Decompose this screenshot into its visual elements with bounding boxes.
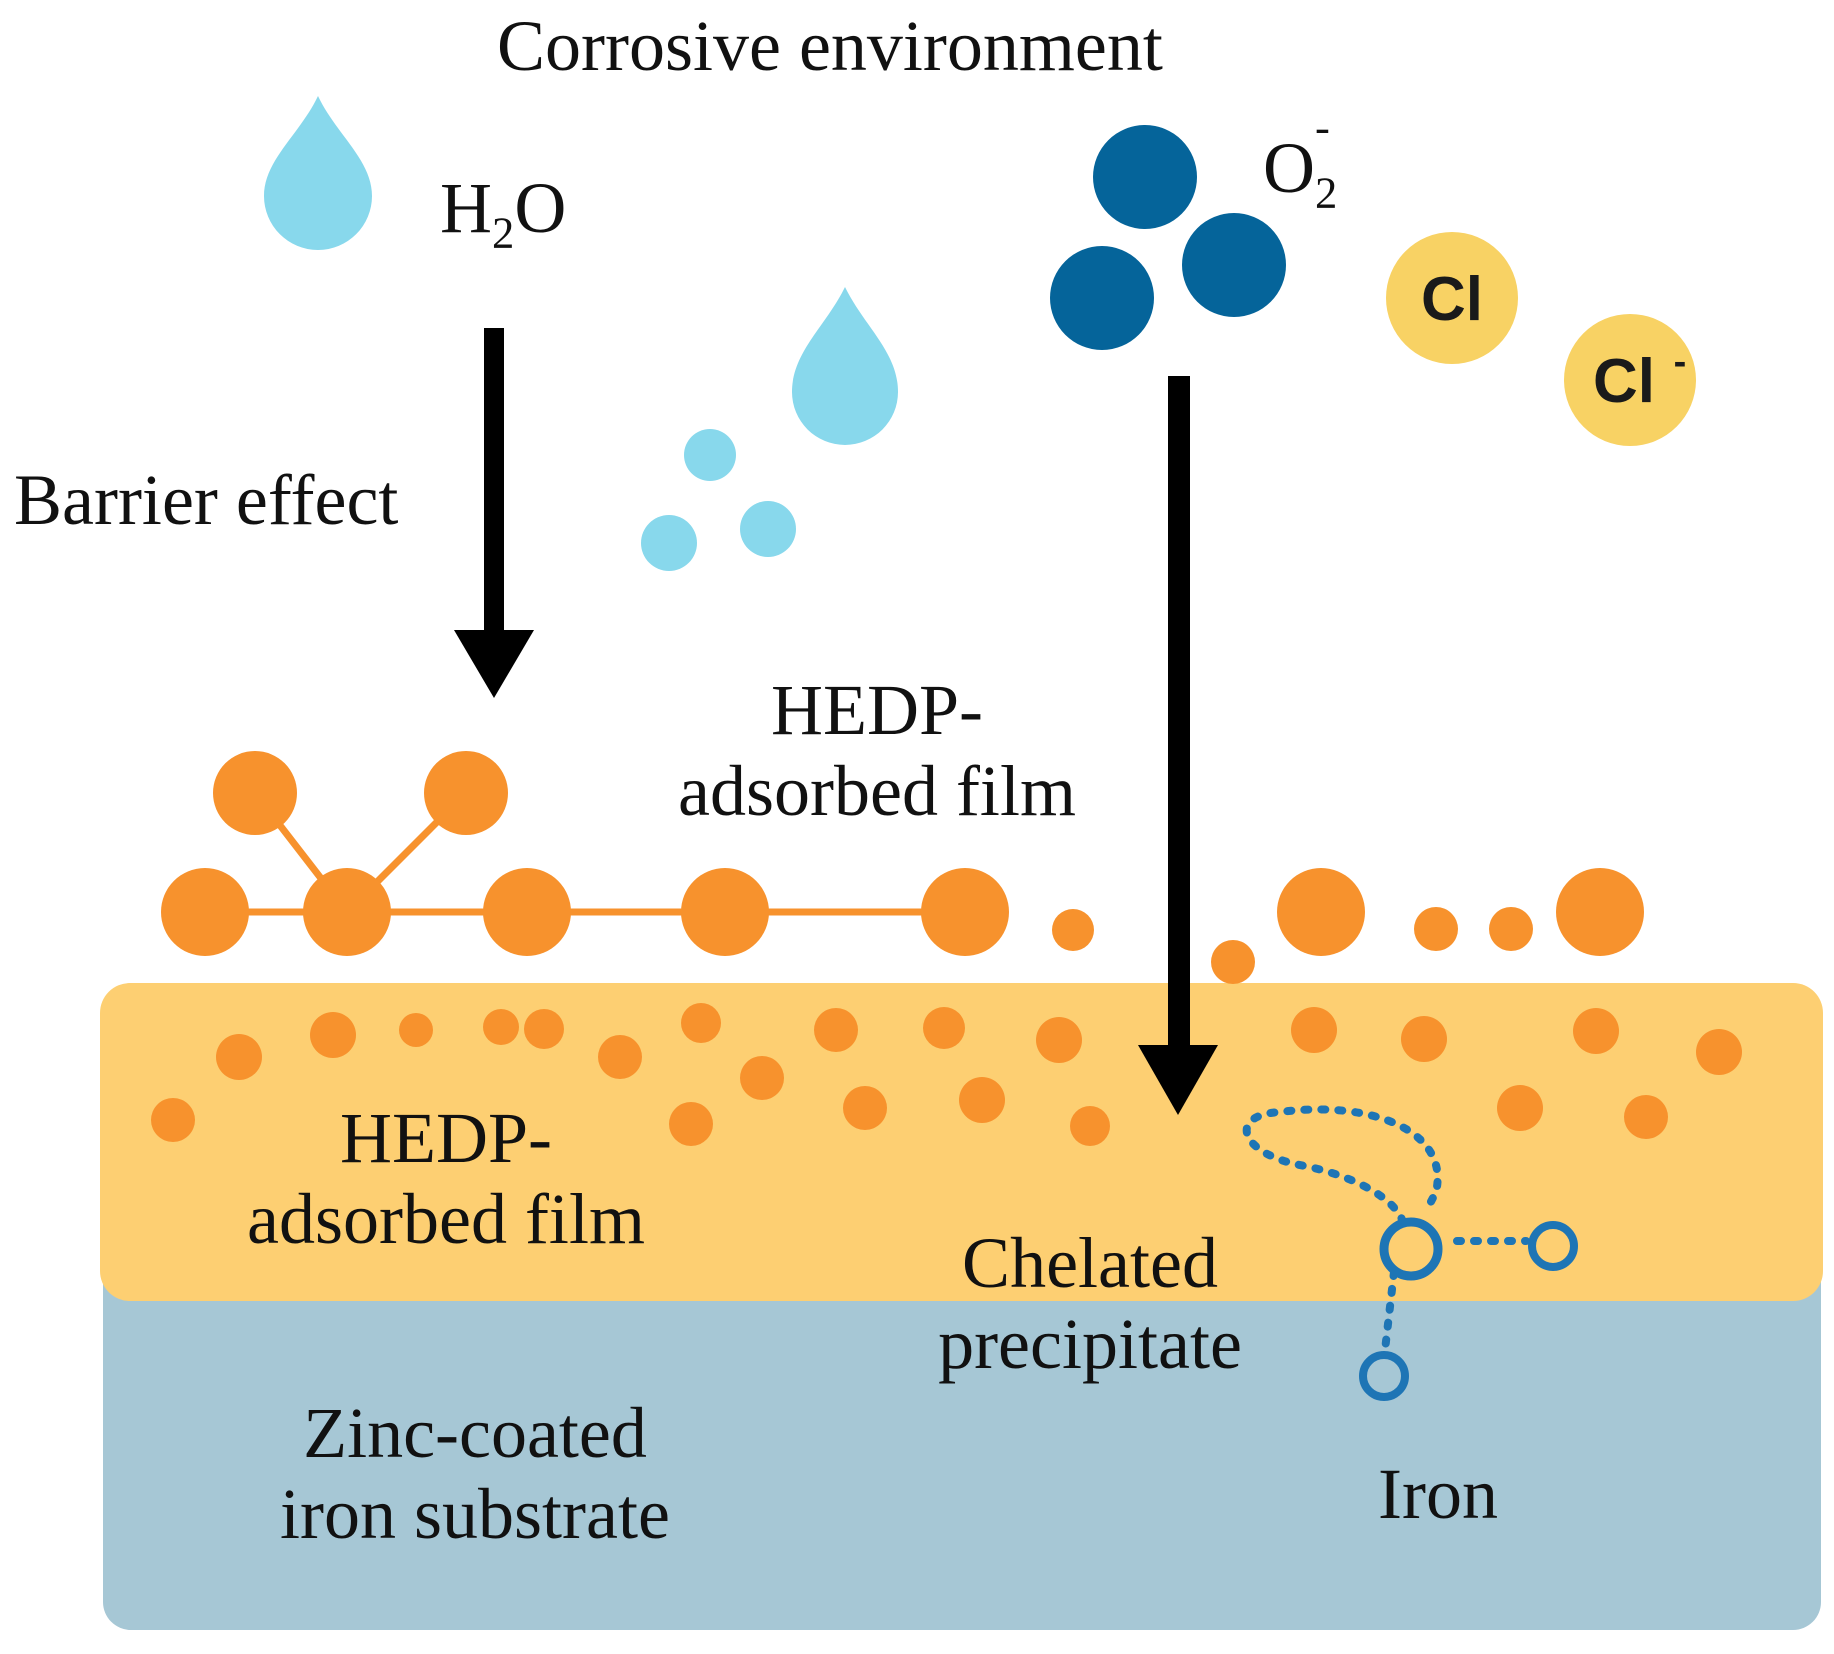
water-formula-subscript: 2 — [492, 207, 515, 258]
oxygen-formula-subscript: 2 — [1315, 167, 1338, 218]
water-particle — [641, 515, 697, 571]
chloride-label-2: Cl — [1593, 347, 1655, 416]
water-formula-o: O — [514, 168, 567, 248]
chloride-ion-icon: Cl - — [1564, 314, 1696, 446]
film-layer-line2: adsorbed film — [247, 1178, 645, 1259]
film-layer-line1: HEDP- — [340, 1098, 552, 1178]
title-label: Corrosive environment — [497, 6, 1163, 86]
substrate-line2: iron substrate — [280, 1473, 670, 1554]
chloride-ion-icon: Cl — [1386, 232, 1518, 364]
film-top-line2: adsorbed film — [678, 750, 1076, 831]
water-drop-icon — [792, 287, 898, 445]
chelate-line2: precipitate — [938, 1303, 1242, 1384]
water-drop-icon — [264, 96, 372, 250]
oxygen-molecule-icon — [1050, 125, 1286, 350]
down-arrow-icon — [1138, 376, 1218, 1115]
substrate-label: Zinc-coated iron substrate — [215, 1393, 735, 1554]
oxygen-formula-o: O — [1263, 128, 1315, 208]
chelate-line1: Chelated — [962, 1223, 1218, 1303]
water-particle — [684, 429, 736, 481]
chelated-precipitate-label: Chelated precipitate — [880, 1223, 1300, 1384]
film-top-line1: HEDP- — [771, 670, 983, 750]
hedp-particles-film — [151, 1003, 1742, 1146]
film-top-label: HEDP- adsorbed film — [637, 670, 1117, 831]
hedp-particles-top — [161, 751, 1644, 984]
film-layer-label: HEDP- adsorbed film — [206, 1098, 686, 1259]
oxygen-formula: O2 - — [1263, 102, 1338, 218]
chloride-charge: - — [1674, 341, 1687, 383]
water-particle — [740, 501, 796, 557]
oxygen-formula-charge: - — [1315, 102, 1330, 152]
chelate-complex-icon — [1242, 1105, 1578, 1401]
water-formula-h: H — [440, 168, 492, 248]
chloride-label-1: Cl — [1421, 265, 1483, 334]
water-formula: H2O — [440, 168, 566, 258]
substrate-line1: Zinc-coated — [303, 1393, 647, 1473]
hedp-film-layer — [100, 983, 1823, 1301]
down-arrow-icon — [454, 328, 534, 698]
barrier-effect-label: Barrier effect — [14, 460, 399, 540]
iron-label: Iron — [1378, 1454, 1498, 1534]
